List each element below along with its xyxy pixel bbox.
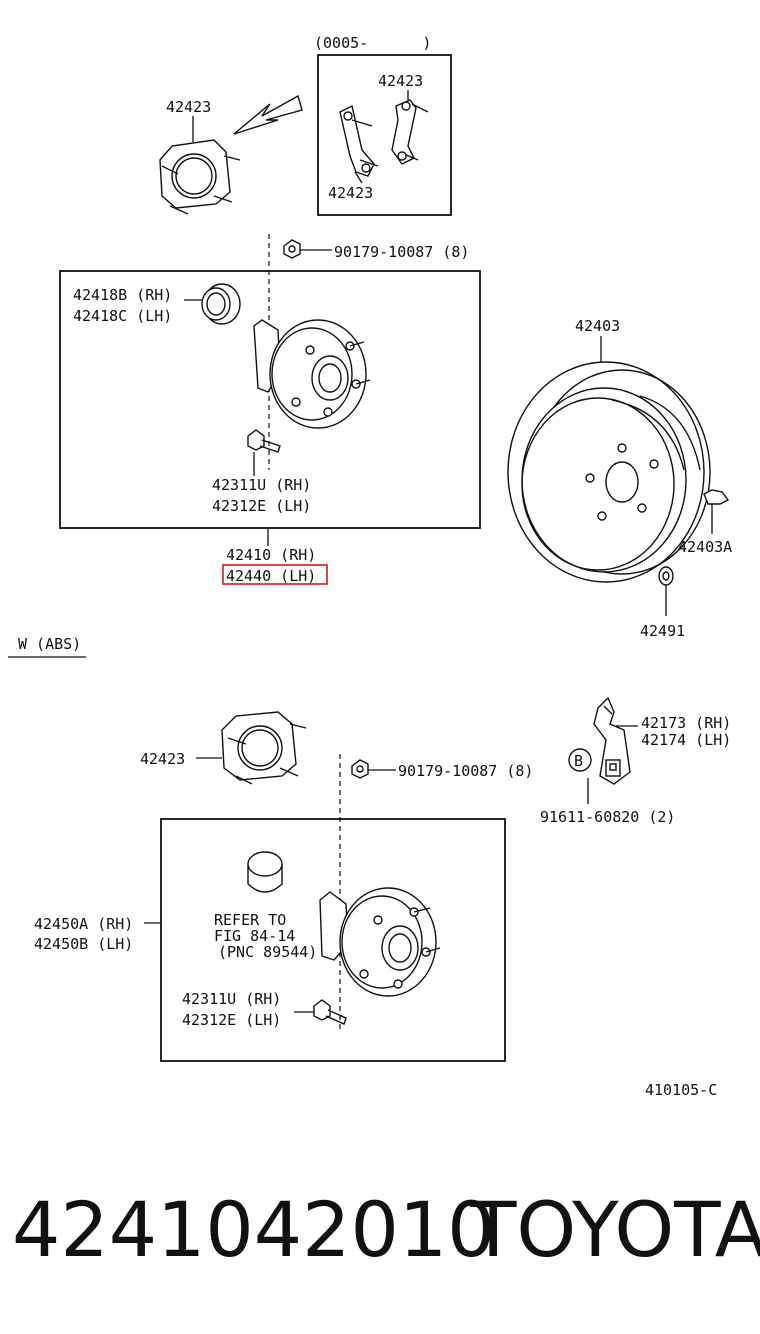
date-range-label: (0005- ) bbox=[314, 34, 431, 52]
refer-line-2: FIG 84-14 bbox=[214, 927, 295, 945]
label-42423-top-left: 42423 bbox=[166, 98, 211, 116]
bracket-plate-bottom bbox=[221, 711, 307, 785]
label-sensor-rh: 42173 (RH) bbox=[641, 714, 731, 732]
label-drum-clip: 42403A bbox=[678, 538, 732, 556]
hub-assembly-top bbox=[253, 319, 371, 429]
bracket-strip-right bbox=[391, 99, 429, 165]
label-hub-rh: 42410 (RH) bbox=[226, 546, 316, 564]
hub-frame-bottom bbox=[160, 818, 506, 1062]
label-bolt-bottom-lh: 42312E (LH) bbox=[182, 1011, 281, 1029]
section-abs-label: W (ABS) bbox=[18, 635, 81, 653]
label-seal-lh: 42418C (LH) bbox=[73, 307, 172, 325]
drum-clip bbox=[703, 489, 730, 505]
hub-bolt-top bbox=[247, 429, 281, 453]
label-42423-bottom: 42423 bbox=[140, 750, 185, 768]
part-number: 4241042010 bbox=[12, 1185, 496, 1274]
label-42423-inset-top: 42423 bbox=[378, 72, 423, 90]
refer-line-3: (PNC 89544) bbox=[218, 943, 317, 961]
bracket-strip-left bbox=[339, 104, 379, 177]
highlight-box-42440 bbox=[222, 564, 328, 585]
refer-line-1: REFER TO bbox=[214, 911, 286, 929]
brand-name: TOYOTA bbox=[469, 1185, 760, 1274]
label-nut-top: 90179-10087 (8) bbox=[334, 243, 469, 261]
bracket-plate-top bbox=[159, 139, 241, 215]
label-42423-inset-bottom: 42423 bbox=[328, 184, 373, 202]
label-bolt-top-lh: 42312E (LH) bbox=[212, 497, 311, 515]
label-drum-plug: 42491 bbox=[640, 622, 685, 640]
label-bolt-top-rh: 42311U (RH) bbox=[212, 476, 311, 494]
speed-sensor bbox=[593, 696, 631, 785]
abs-cap bbox=[247, 851, 283, 893]
label-drum: 42403 bbox=[575, 317, 620, 335]
hub-bolt-bottom bbox=[313, 999, 347, 1025]
nut-bottom bbox=[351, 759, 369, 779]
callout-b-label: B bbox=[574, 752, 583, 770]
label-hub-lh: 42440 (LH) bbox=[226, 567, 316, 585]
drum-plug bbox=[658, 566, 674, 586]
figure-code: 410105-C bbox=[645, 1081, 717, 1099]
label-abs-hub-lh: 42450B (LH) bbox=[34, 935, 133, 953]
label-sensor-lh: 42174 (LH) bbox=[641, 731, 731, 749]
brake-drum bbox=[507, 361, 711, 583]
label-nut-bottom: 90179-10087 (8) bbox=[398, 762, 533, 780]
label-abs-hub-rh: 42450A (RH) bbox=[34, 915, 133, 933]
nut-top bbox=[283, 239, 301, 259]
label-sensor-bolt: 91611-60820 (2) bbox=[540, 808, 675, 826]
hub-assembly-bottom bbox=[319, 887, 441, 997]
oil-seal bbox=[201, 283, 241, 325]
label-seal-rh: 42418B (RH) bbox=[73, 286, 172, 304]
reference-arrow bbox=[233, 94, 303, 135]
callout-b-circle bbox=[568, 748, 592, 772]
hub-frame-top bbox=[59, 270, 481, 529]
inset-frame bbox=[317, 54, 452, 216]
label-bolt-bottom-rh: 42311U (RH) bbox=[182, 990, 281, 1008]
